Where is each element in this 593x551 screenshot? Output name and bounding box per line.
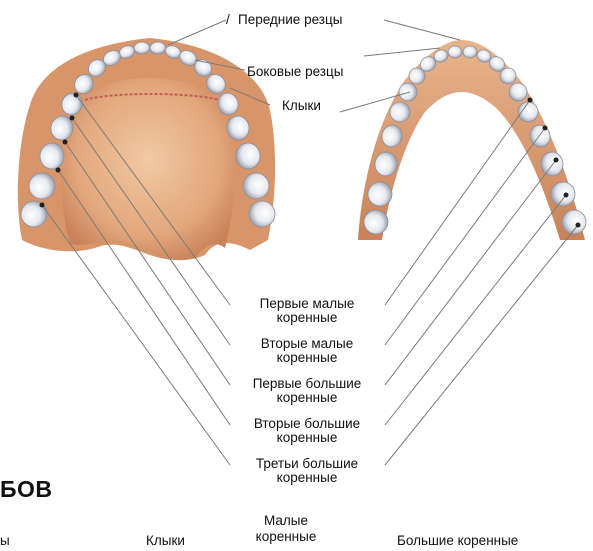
label-third-large-molars-line2: коренные bbox=[277, 470, 338, 485]
label-second-large-molars-line1: Вторые большие bbox=[254, 416, 360, 431]
label-second-large-molars-line2: коренные bbox=[277, 430, 338, 445]
label-third-large-molars-line1: Третьи большие bbox=[256, 456, 358, 471]
label-first-small-molars: Первые малые коренные bbox=[260, 296, 355, 325]
upper-tooth bbox=[243, 173, 269, 199]
label-front-incisors: Передние резцы bbox=[238, 12, 342, 27]
bottom-col-small-molars: Малые коренные bbox=[246, 513, 326, 545]
upper-tooth bbox=[249, 201, 275, 227]
label-first-large-molars-line2: коренные bbox=[277, 390, 338, 405]
bottom-col-incisors: ы bbox=[0, 533, 10, 549]
bottom-col-large-molars: Большие коренные bbox=[397, 533, 518, 549]
upper-jaw-palate bbox=[61, 78, 235, 260]
bottom-col-canines: Клыки bbox=[146, 533, 185, 549]
upper-tooth bbox=[29, 173, 55, 199]
label-second-small-molars: Вторые малые коренные bbox=[261, 336, 353, 365]
label-first-small-molars-line1: Первые малые bbox=[260, 296, 355, 311]
lower-jaw bbox=[358, 40, 586, 240]
label-first-large-molars-line1: Первые большие bbox=[253, 376, 362, 391]
label-second-small-molars-line1: Вторые малые bbox=[261, 336, 353, 351]
label-second-small-molars-line2: коренные bbox=[277, 350, 338, 365]
upper-tooth bbox=[134, 42, 150, 54]
lower-tooth bbox=[463, 46, 477, 58]
section-heading: БОВ bbox=[0, 478, 53, 501]
label-canines: Клыки bbox=[282, 98, 321, 113]
label-first-large-molars: Первые большие коренные bbox=[253, 376, 362, 405]
bottom-col-small-molars-line2: коренные bbox=[246, 529, 326, 545]
upper-tooth bbox=[150, 42, 166, 54]
label-third-large-molars: Третьи большие коренные bbox=[256, 456, 358, 485]
label-second-large-molars: Вторые большие коренные bbox=[254, 416, 360, 445]
bottom-col-small-molars-line1: Малые bbox=[246, 513, 326, 529]
lower-tooth bbox=[448, 46, 462, 58]
divider-mark: / bbox=[226, 12, 230, 27]
lower-tooth bbox=[364, 210, 389, 235]
label-first-small-molars-line2: коренные bbox=[277, 310, 338, 325]
label-side-incisors: Боковые резцы bbox=[247, 64, 343, 79]
upper-jaw bbox=[18, 38, 275, 260]
